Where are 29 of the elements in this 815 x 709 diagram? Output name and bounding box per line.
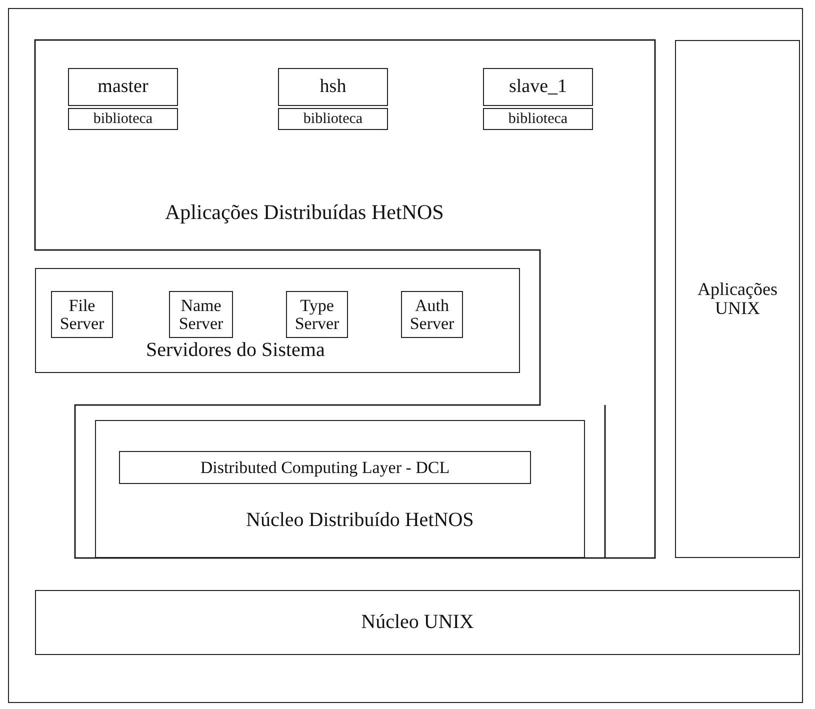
layer-label: biblioteca xyxy=(303,110,363,128)
layer-label: master xyxy=(98,76,148,98)
component-box xyxy=(68,68,178,106)
layer-label: biblioteca xyxy=(508,110,568,128)
component-box xyxy=(278,108,388,130)
layer-label: Aplicações Distribuídas HetNOS xyxy=(165,200,444,225)
component-box xyxy=(401,291,463,338)
layer-label: Núcleo Distribuído HetNOS xyxy=(246,509,474,532)
layer-label: hsh xyxy=(320,76,346,98)
layer-label: Núcleo UNIX xyxy=(361,611,474,634)
layer-box xyxy=(675,40,800,558)
component-box xyxy=(119,451,531,484)
component-box xyxy=(286,291,348,338)
component-box xyxy=(483,68,593,106)
component-box xyxy=(68,108,178,130)
layer-label: File Server xyxy=(58,296,106,332)
layer-label: Type Server xyxy=(294,296,340,332)
layer-box xyxy=(35,590,800,655)
component-box xyxy=(278,68,388,106)
layer-label: biblioteca xyxy=(93,110,153,128)
layer-label: Servidores do Sistema xyxy=(146,339,325,362)
component-box xyxy=(169,291,233,338)
layer-label: Auth Server xyxy=(408,296,456,332)
layer-label: Aplicações UNIX xyxy=(696,280,778,318)
layer-label: Distributed Computing Layer - DCL xyxy=(200,458,450,478)
layer-label: slave_1 xyxy=(508,76,568,98)
layer-label: Name Server xyxy=(178,296,224,332)
component-box xyxy=(483,108,593,130)
component-box xyxy=(51,291,113,338)
